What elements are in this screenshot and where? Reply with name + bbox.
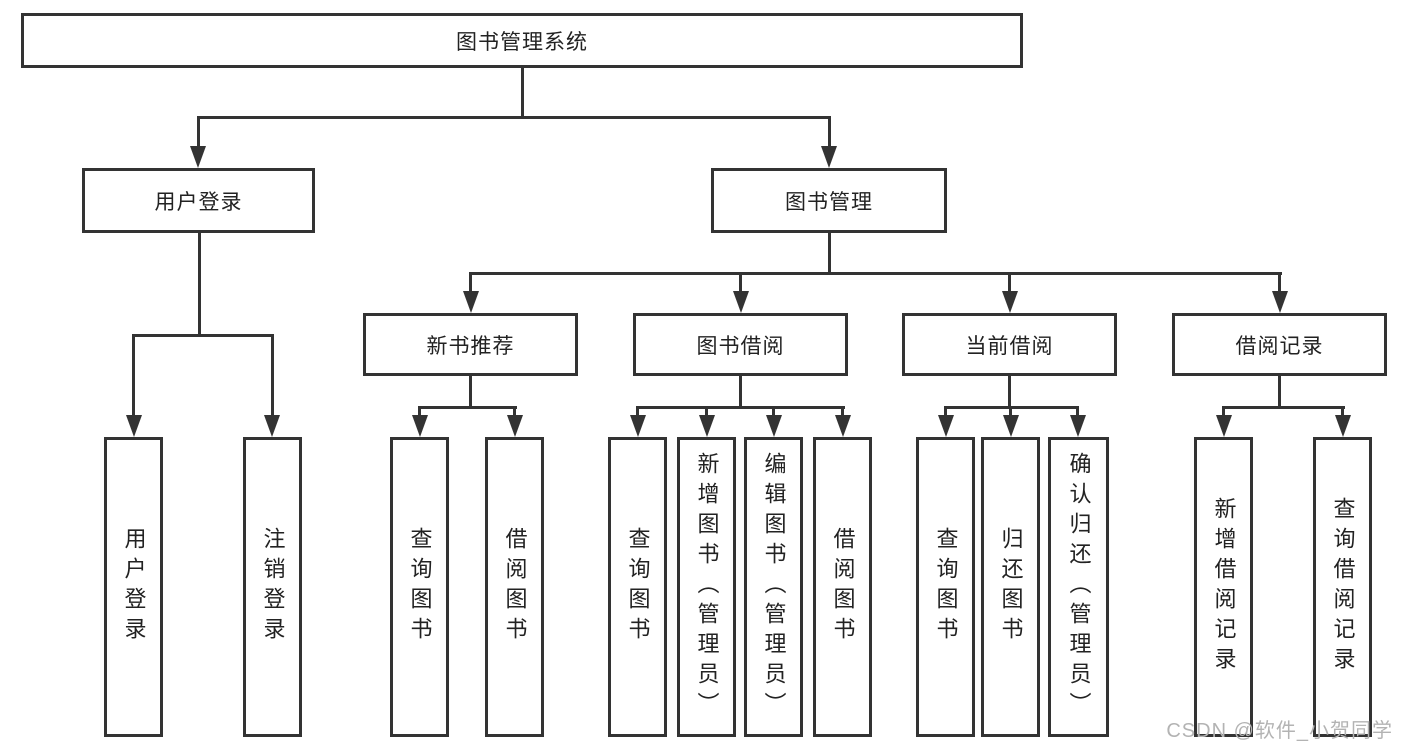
arrowhead-user-login — [190, 146, 206, 168]
edge-leaf-logout-drop — [271, 334, 274, 415]
edge-root-stem — [521, 68, 524, 118]
edge-current-borrow-stem — [1008, 376, 1011, 409]
node-borrow-records: 借阅记录 — [1172, 313, 1387, 376]
edge-leaf-borrow1-drop — [513, 406, 516, 416]
node-new-book-rec: 新书推荐 — [363, 313, 578, 376]
arrowhead-leaf-logout — [264, 415, 280, 437]
edge-leaf-user-login-drop — [132, 334, 135, 415]
arrowhead-leaf-confirm — [1070, 415, 1086, 437]
edge-user-login-stem — [198, 232, 201, 336]
arrowhead-leaf-add-book — [699, 415, 715, 437]
node-leaf-add-book: 新增图书（管理员） — [677, 437, 736, 737]
node-leaf-borrow-book-1: 借阅图书 — [485, 437, 544, 737]
node-leaf-borrow-book-2: 借阅图书 — [813, 437, 872, 737]
edge-book-mgmt-drop — [828, 116, 831, 148]
arrowhead-borrow-records — [1272, 291, 1288, 313]
edge-leaf-add-record-drop — [1222, 406, 1225, 416]
arrowhead-leaf-edit-book — [766, 415, 782, 437]
edge-book-borrow-rail — [636, 406, 845, 409]
edge-new-book-rec-drop — [469, 272, 472, 292]
node-leaf-query-book-1: 查询图书 — [390, 437, 449, 737]
arrowhead-leaf-query3 — [938, 415, 954, 437]
node-book-mgmt: 图书管理 — [711, 168, 947, 233]
node-leaf-query-record: 查询借阅记录 — [1313, 437, 1372, 737]
node-leaf-return-book: 归还图书 — [981, 437, 1040, 737]
node-leaf-query-book-3: 查询图书 — [916, 437, 975, 737]
edge-leaf-query-record-drop — [1341, 406, 1344, 416]
arrowhead-book-borrow — [733, 291, 749, 313]
arrowhead-leaf-query1 — [412, 415, 428, 437]
edge-user-login-drop — [197, 116, 200, 148]
arrowhead-leaf-borrow1 — [507, 415, 523, 437]
edge-leaf-confirm-drop — [1076, 406, 1079, 416]
edge-borrow-records-stem — [1278, 376, 1281, 409]
arrowhead-leaf-add-record — [1216, 415, 1232, 437]
node-current-borrow: 当前借阅 — [902, 313, 1117, 376]
arrowhead-leaf-return — [1003, 415, 1019, 437]
node-leaf-edit-book: 编辑图书（管理员） — [744, 437, 803, 737]
edge-leaf-add-book-drop — [705, 406, 708, 416]
edge-book-borrow-stem — [739, 376, 742, 409]
edge-new-book-rec-rail — [418, 406, 517, 409]
edge-book-mgmt-stem — [828, 233, 831, 275]
node-user-login: 用户登录 — [82, 168, 315, 233]
edge-borrow-records-drop — [1278, 272, 1281, 292]
arrowhead-leaf-borrow2 — [835, 415, 851, 437]
node-root: 图书管理系统 — [21, 13, 1023, 68]
edge-leaf-query1-drop — [418, 406, 421, 416]
edge-borrow-records-rail — [1222, 406, 1345, 409]
edge-book-borrow-drop — [739, 272, 742, 292]
arrowhead-book-mgmt — [821, 146, 837, 168]
edge-new-book-rec-stem — [469, 376, 472, 409]
edge-leaf-edit-book-drop — [772, 406, 775, 416]
node-leaf-user-login: 用户登录 — [104, 437, 163, 737]
node-leaf-add-record: 新增借阅记录 — [1194, 437, 1253, 737]
edge-leaf-borrow2-drop — [841, 406, 844, 416]
node-book-borrow: 图书借阅 — [633, 313, 848, 376]
edge-leaf-query2-drop — [636, 406, 639, 416]
arrowhead-leaf-query-record — [1335, 415, 1351, 437]
edge-root-rail — [197, 116, 831, 119]
edge-current-borrow-drop — [1008, 272, 1011, 292]
node-leaf-confirm-return: 确认归还（管理员） — [1048, 437, 1109, 737]
csdn-watermark: CSDN @软件_小贺同学 — [1166, 720, 1393, 742]
edge-leaf-return-drop — [1009, 406, 1012, 416]
node-leaf-query-book-2: 查询图书 — [608, 437, 667, 737]
edge-book-mgmt-rail — [469, 272, 1282, 275]
arrowhead-new-book-rec — [463, 291, 479, 313]
edge-leaf-query3-drop — [944, 406, 947, 416]
edge-user-login-rail — [133, 334, 274, 337]
node-leaf-logout: 注销登录 — [243, 437, 302, 737]
arrowhead-leaf-query2 — [630, 415, 646, 437]
arrowhead-leaf-user-login — [126, 415, 142, 437]
arrowhead-current-borrow — [1002, 291, 1018, 313]
